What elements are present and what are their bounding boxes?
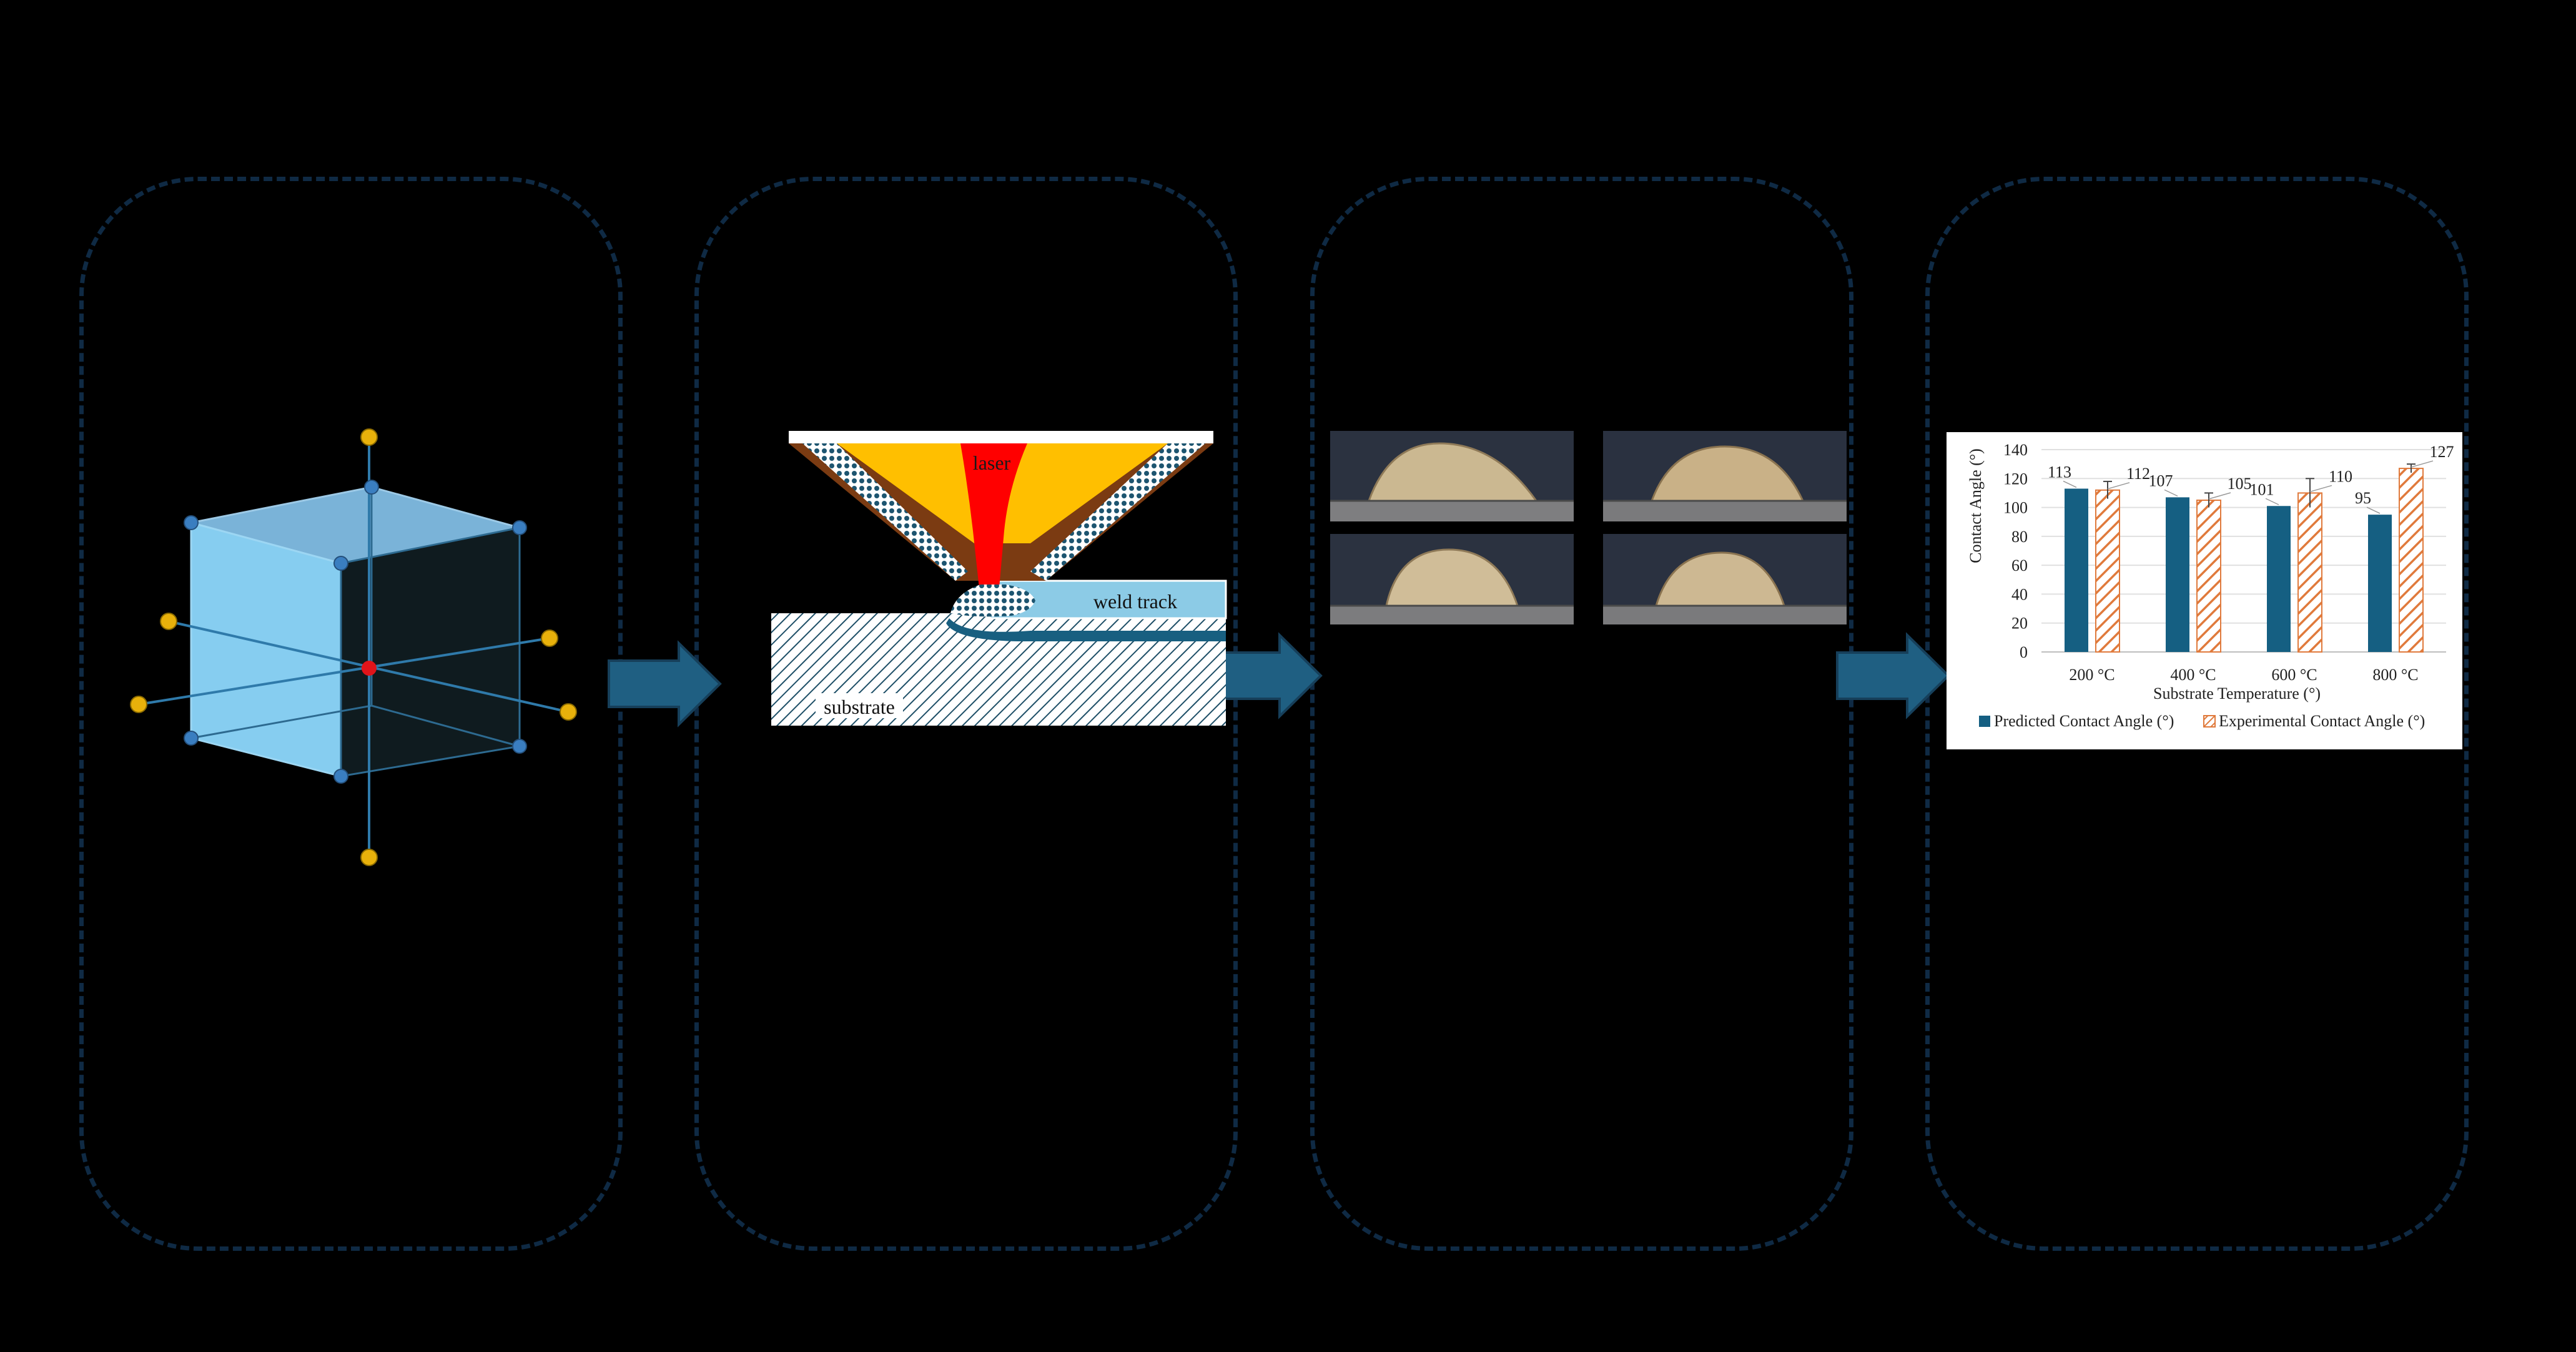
chart-legend: Predicted Contact Angle (°) Experimental… xyxy=(1979,712,2425,730)
x-axis-label: Substrate Temperature (°) xyxy=(2153,684,2321,703)
process-flow-arrow-icon xyxy=(608,640,722,728)
process-flow-arrow-icon xyxy=(1836,632,1950,719)
laser-cladding-schematic: laser weld track substrate xyxy=(771,431,1227,726)
legend-experimental: Experimental Contact Angle (°) xyxy=(2219,712,2425,730)
y-tick-label: 0 xyxy=(2020,643,2028,661)
panel-experimental-cross-sections xyxy=(1310,177,1853,1251)
bar-predicted xyxy=(2065,488,2088,652)
y-tick-label: 20 xyxy=(2011,614,2028,633)
y-tick-label: 80 xyxy=(2011,528,2028,546)
data-label-leader xyxy=(2208,492,2231,500)
data-label-leader xyxy=(2309,485,2332,493)
contact-angle-bar-chart: 0 20 40 60 80 100 120 140 200 °C 113 112 400 °C 107 1… xyxy=(1947,432,2462,749)
y-axis-label: Contact Angle (°) xyxy=(1967,448,1985,563)
x-tick-label: 200 °C xyxy=(2069,666,2115,684)
y-tick-label: 140 xyxy=(2003,441,2028,459)
x-tick-label: 800 °C xyxy=(2372,666,2418,684)
panel-atomic-model xyxy=(79,177,623,1251)
data-label: 95 xyxy=(2355,489,2371,507)
data-label: 107 xyxy=(2149,471,2173,490)
bar-predicted xyxy=(2368,515,2392,652)
data-label: 101 xyxy=(2250,480,2274,498)
cross-section-photo xyxy=(1603,431,1847,521)
data-label-leader xyxy=(2411,460,2434,468)
data-label: 105 xyxy=(2228,475,2252,493)
x-tick-label: 400 °C xyxy=(2170,666,2216,684)
data-label-leader xyxy=(2265,498,2279,505)
bar-experimental xyxy=(2196,500,2221,653)
panel-contact-angle-results xyxy=(1925,177,2469,1251)
data-label: 113 xyxy=(2048,463,2071,481)
data-label-leader xyxy=(2366,506,2381,514)
data-label: 110 xyxy=(2329,467,2352,485)
bar-predicted xyxy=(2267,506,2291,652)
data-label: 112 xyxy=(2126,465,2150,483)
bar-experimental xyxy=(2095,489,2120,653)
bar-experimental xyxy=(2399,468,2424,653)
substrate-label: substrate xyxy=(824,696,895,718)
bar-predicted xyxy=(2166,497,2189,652)
y-tick-label: 120 xyxy=(2003,470,2028,488)
legend-predicted: Predicted Contact Angle (°) xyxy=(1994,712,2174,730)
y-tick-label: 40 xyxy=(2011,585,2028,603)
data-label-leader xyxy=(2107,482,2130,490)
panel-laser-cladding-process xyxy=(694,177,1238,1251)
y-tick-label: 60 xyxy=(2011,556,2028,575)
laser-label: laser xyxy=(973,451,1011,474)
data-label: 127 xyxy=(2430,443,2454,461)
cross-section-photo xyxy=(1603,534,1847,624)
cross-section-photo xyxy=(1330,534,1574,624)
weld-track-label: weld track xyxy=(1093,590,1177,613)
x-tick-label: 600 °C xyxy=(2271,666,2317,684)
cross-section-photo xyxy=(1330,431,1574,521)
y-tick-label: 100 xyxy=(2003,499,2028,517)
data-label-leader xyxy=(2164,489,2178,497)
data-label-leader xyxy=(2063,480,2077,488)
bar-experimental xyxy=(2297,492,2322,653)
